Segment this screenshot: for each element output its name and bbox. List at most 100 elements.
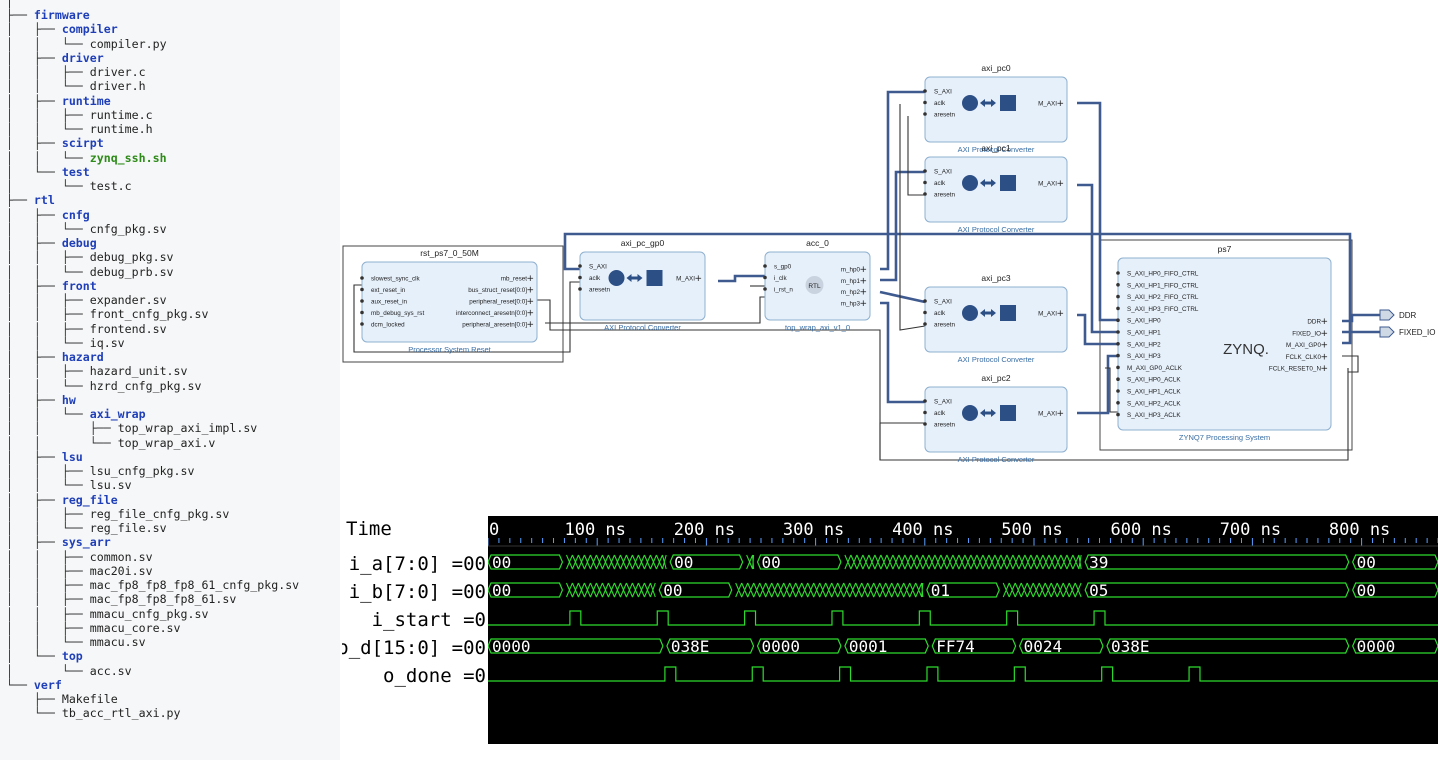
tree-item-compiler-py[interactable]: │ │ └── compiler.py bbox=[6, 37, 167, 51]
block-body bbox=[924, 76, 1068, 143]
tree-item-verf[interactable]: └── verf bbox=[6, 678, 62, 692]
block-instance-name: acc_0 bbox=[806, 238, 829, 248]
tree-item-reg-file-sv[interactable]: │ │ └── reg_file.sv bbox=[6, 521, 167, 535]
tree-item-reg-file-cnfg-pkg-sv[interactable]: │ │ ├── reg_file_cnfg_pkg.sv bbox=[6, 507, 229, 521]
pin-label: DDR bbox=[1307, 319, 1321, 326]
tree-item-test-c[interactable]: │ └── test.c bbox=[6, 179, 132, 193]
tree-item-mac-fp8-fp8-fp8-61-cnfg-pkg-sv[interactable]: │ │ ├── mac_fp8_fp8_fp8_61_cnfg_pkg.sv bbox=[6, 578, 299, 592]
plus-icon: + bbox=[694, 274, 702, 284]
tree-item-front-cnfg-pkg-sv[interactable]: │ │ ├── front_cnfg_pkg.sv bbox=[6, 307, 208, 321]
signal-label-o-d-15-0-[interactable]: o_d[15:0] =00 bbox=[342, 635, 486, 661]
pin-label: aux_reset_in bbox=[371, 299, 408, 306]
folder-name: hw bbox=[61, 392, 76, 407]
converter-square-icon bbox=[1000, 305, 1016, 321]
tree-item-scirpt[interactable]: │ ├── scirpt bbox=[6, 136, 104, 150]
bus-value-label: 39 bbox=[1089, 553, 1108, 572]
time-axis-label: 800 ns bbox=[1329, 520, 1390, 540]
tree-item-debug[interactable]: │ ├── debug bbox=[6, 236, 97, 250]
tree-item-common-sv[interactable]: │ │ ├── common.sv bbox=[6, 550, 153, 564]
tree-item-debug-prb-sv[interactable]: │ │ └── debug_prb.sv bbox=[6, 265, 174, 279]
pin-label: dcm_locked bbox=[371, 322, 405, 329]
tree-item-test[interactable]: │ └── test bbox=[6, 165, 90, 179]
tree-item-mmacu-sv[interactable]: │ │ └── mmacu.sv bbox=[6, 635, 146, 649]
pin-label: M_AXI bbox=[1038, 311, 1057, 318]
tree-item-expander-sv[interactable]: │ │ ├── expander.sv bbox=[6, 293, 167, 307]
block-acc: acc_0top_wrap_axi_v1_0s_gp0i_clki_rst_nm… bbox=[763, 238, 871, 332]
tree-item-acc-sv[interactable]: │ └── acc.sv bbox=[6, 664, 132, 678]
pin-label: S_AXI_HP3_ACLK bbox=[1127, 412, 1181, 419]
tree-item-driver-h[interactable]: │ │ └── driver.h bbox=[6, 79, 146, 93]
tree-item-rtl[interactable]: ├── rtl bbox=[6, 193, 55, 207]
pin-label: S_AXI bbox=[934, 399, 952, 406]
tree-item-lsu-cnfg-pkg-sv[interactable]: │ │ ├── lsu_cnfg_pkg.sv bbox=[6, 464, 194, 478]
signal-label-i-start[interactable]: i_start =0 bbox=[371, 609, 486, 631]
tree-item-tb-acc-rtl-axi-py[interactable]: └── tb_acc_rtl_axi.py bbox=[6, 706, 181, 720]
file-name: hazard_unit.sv bbox=[89, 364, 188, 379]
tree-guide: │ ├── bbox=[6, 93, 62, 108]
tree-item-axi-wrap[interactable]: │ │ └── axi_wrap bbox=[6, 407, 146, 421]
rtl-badge-label: RTL bbox=[808, 283, 821, 290]
tree-item-sys-arr[interactable]: │ ├── sys_arr bbox=[6, 535, 111, 549]
converter-square-icon bbox=[1000, 95, 1016, 111]
signal-name: o_d[15:0] bbox=[342, 637, 441, 659]
tree-item-makefile[interactable]: ├── Makefile bbox=[6, 692, 118, 706]
bus-value-label: 05 bbox=[1089, 581, 1108, 600]
folder-name: debug bbox=[61, 236, 97, 250]
tree-item-lsu-sv[interactable]: │ │ └── lsu.sv bbox=[6, 478, 132, 492]
tree-item-runtime-c[interactable]: │ │ ├── runtime.c bbox=[6, 108, 153, 122]
tree-item-debug-pkg-sv[interactable]: │ │ ├── debug_pkg.sv bbox=[6, 250, 174, 264]
file-name: acc.sv bbox=[89, 663, 132, 678]
tree-item-cnfg-pkg-sv[interactable]: │ │ └── cnfg_pkg.sv bbox=[6, 222, 167, 236]
block-instance-name: axi_pc_gp0 bbox=[621, 238, 665, 248]
tree-guide: │ │ └── bbox=[6, 407, 90, 421]
block-type-label: top_wrap_axi_v1_0 bbox=[785, 323, 850, 332]
tree-item-hw[interactable]: │ ├── hw bbox=[6, 393, 76, 407]
file-name: cnfg_pkg.sv bbox=[89, 221, 167, 236]
signal-label-o-done[interactable]: o_done =0 bbox=[383, 665, 486, 687]
pin-label: aresetn bbox=[934, 322, 956, 329]
pin-label: m_hp3 bbox=[841, 300, 861, 307]
tree-item-hazard-unit-sv[interactable]: │ │ ├── hazard_unit.sv bbox=[6, 364, 188, 378]
tree-item-mmacu-cnfg-pkg-sv[interactable]: │ │ ├── mmacu_cnfg_pkg.sv bbox=[6, 607, 208, 621]
tree-item-hazard[interactable]: │ ├── hazard bbox=[6, 350, 104, 364]
tree-item-runtime[interactable]: │ ├── runtime bbox=[6, 94, 111, 108]
pin-dot bbox=[923, 112, 927, 116]
tree-item-hzrd-cnfg-pkg-sv[interactable]: │ │ └── hzrd_cnfg_pkg.sv bbox=[6, 379, 201, 393]
pin-label: S_AXI_HP1_ACLK bbox=[1127, 389, 1181, 396]
tree-item-top-wrap-axi-impl-sv[interactable]: │ │ ├── top_wrap_axi_impl.sv bbox=[6, 421, 257, 435]
plus-icon: + bbox=[526, 309, 534, 319]
bus-segment bbox=[1106, 638, 1350, 654]
tree-item-firmware[interactable]: ├── firmware bbox=[6, 8, 90, 22]
converter-circle-icon bbox=[962, 405, 978, 421]
tree-item-compiler[interactable]: │ ├── compiler bbox=[6, 22, 118, 36]
hp3-bus bbox=[880, 301, 925, 404]
signal-value: 0 bbox=[474, 665, 486, 687]
file-name: front_cnfg_pkg.sv bbox=[89, 307, 209, 322]
tree-item-zynq-ssh-sh[interactable]: │ │ └── zynq_ssh.sh bbox=[6, 151, 167, 165]
block-body bbox=[924, 386, 1068, 453]
pin-dot bbox=[578, 275, 582, 280]
tree-item-driver-c[interactable]: │ │ ├── driver.c bbox=[6, 65, 146, 79]
tree-item-top[interactable]: │ └── top bbox=[6, 649, 83, 663]
tree-item-reg-file[interactable]: │ ├── reg_file bbox=[6, 493, 118, 507]
converter-circle-icon bbox=[608, 270, 625, 286]
tree-item-front[interactable]: │ ├── front bbox=[6, 279, 97, 293]
signal-label-i-b-7-0-[interactable]: i_b[7:0] =00 bbox=[348, 581, 486, 603]
tree-item-runtime-h[interactable]: │ │ └── runtime.h bbox=[6, 122, 153, 136]
tree-item-mac-fp8-fp8-fp8-61-sv[interactable]: │ │ ├── mac_fp8_fp8_fp8_61.sv bbox=[6, 592, 236, 606]
tree-item-cnfg[interactable]: │ ├── cnfg bbox=[6, 208, 90, 222]
tree-item-lsu[interactable]: │ ├── lsu bbox=[6, 450, 83, 464]
tree-item-mac20i-sv[interactable]: │ │ ├── mac20i.sv bbox=[6, 564, 153, 578]
tree-item-iq-sv[interactable]: │ │ └── iq.sv bbox=[6, 336, 125, 350]
tree-item-driver[interactable]: │ ├── driver bbox=[6, 51, 104, 65]
plus-icon: + bbox=[1056, 99, 1064, 109]
signal-label-i-a-7-0-[interactable]: i_a[7:0] =00 bbox=[348, 553, 486, 575]
tree-item-mmacu-core-sv[interactable]: │ │ ├── mmacu_core.sv bbox=[6, 621, 181, 635]
block-type-label: AXI Protocol Converter bbox=[958, 455, 1035, 464]
tree-item-top-wrap-axi-v[interactable]: │ │ └── top_wrap_axi.v bbox=[6, 436, 215, 450]
tree-item-frontend-sv[interactable]: │ │ ├── frontend.sv bbox=[6, 322, 167, 336]
